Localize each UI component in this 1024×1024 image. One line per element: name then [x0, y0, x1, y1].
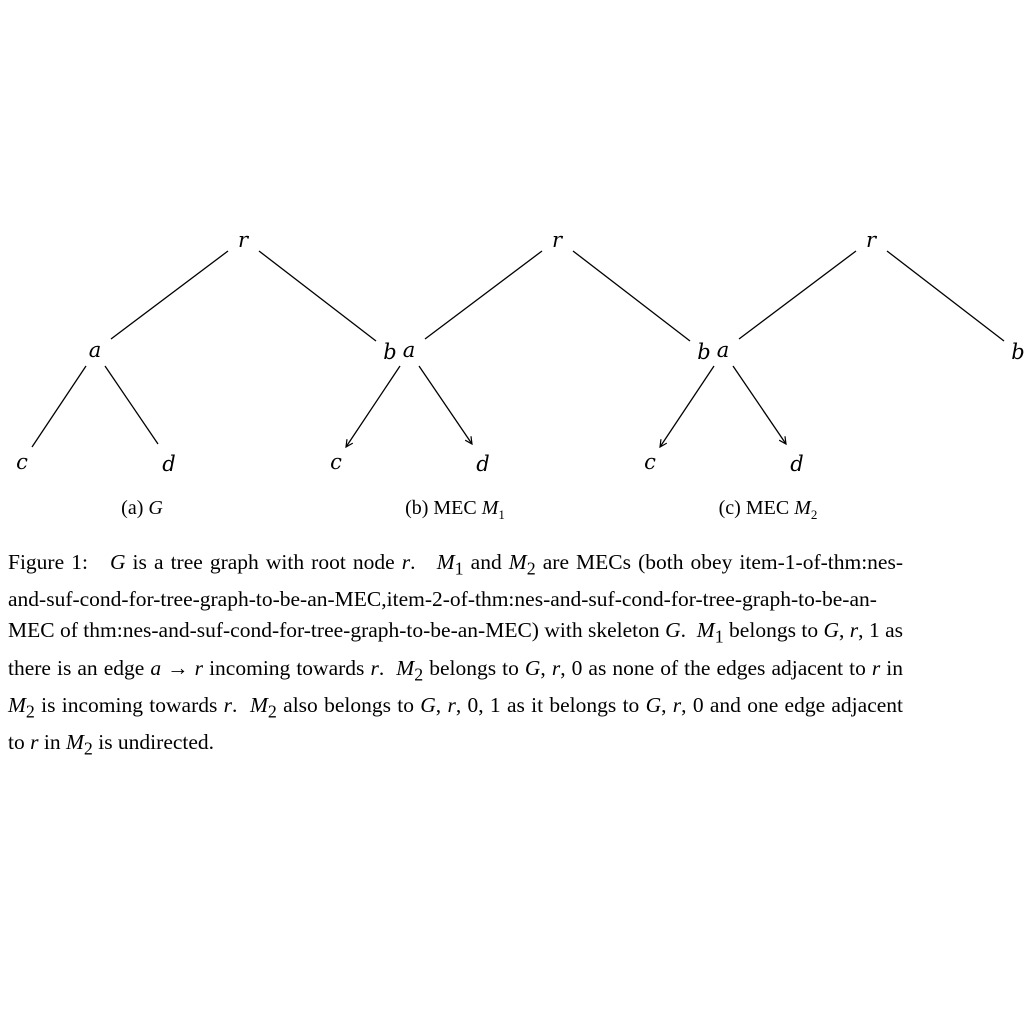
edge-r-b-undirected — [258, 250, 377, 342]
node-r: r — [866, 228, 878, 252]
node-c: c — [16, 450, 28, 474]
edge-a-d-undirected — [104, 365, 159, 445]
edge-r-a-undirected — [424, 250, 543, 340]
node-c: c — [644, 450, 656, 474]
edge-r-a-undirected — [110, 250, 229, 340]
node-d: d — [476, 452, 489, 476]
subfigure-caption-3: (c) MEC M2 — [719, 497, 818, 522]
edge-r-b-undirected — [886, 250, 1005, 342]
node-a: a — [403, 338, 416, 362]
subfigure-caption-1: (a) G — [121, 497, 163, 519]
figure-label: Figure 1: — [8, 550, 88, 574]
figure-caption: Figure 1:G is a tree graph with root nod… — [8, 547, 903, 764]
edge-a-d-directed — [732, 365, 787, 446]
node-b: b — [1011, 340, 1024, 364]
edge-a-c-directed — [345, 365, 401, 449]
node-r: r — [238, 228, 250, 252]
edge-r-a-undirected — [738, 250, 857, 340]
node-a: a — [89, 338, 102, 362]
node-r: r — [552, 228, 564, 252]
node-d: d — [162, 452, 175, 476]
subfigure-1: r a b c d (a) G — [16, 228, 397, 519]
edge-r-b-undirected — [572, 250, 691, 342]
figure-caption-body: G is a tree graph with root node r. M1 a… — [8, 550, 904, 759]
node-b: b — [383, 340, 396, 364]
edge-a-d-directed — [418, 365, 473, 446]
subfigure-caption-2: (b) MEC M1 — [405, 497, 505, 522]
node-d: d — [790, 452, 803, 476]
node-c: c — [330, 450, 342, 474]
node-a: a — [717, 338, 730, 362]
edge-a-c-undirected — [31, 365, 87, 448]
edge-a-c-directed — [659, 365, 715, 449]
node-b: b — [697, 340, 710, 364]
